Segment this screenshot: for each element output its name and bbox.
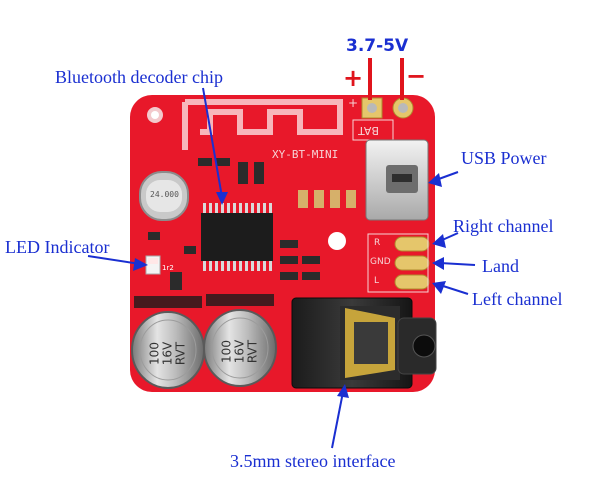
plus-sign: +	[343, 64, 364, 92]
crystal-marking: 24.000	[150, 190, 179, 199]
silkscreen-bat: BAT	[358, 124, 379, 137]
capacitor-left-marking: 100 16V RVT	[148, 322, 188, 386]
pin-label-r: R	[374, 238, 381, 248]
bluetooth-decoder-chip	[201, 213, 273, 261]
label-stereo-interface: 3.5mm stereo interface	[230, 451, 396, 471]
label-led-indicator: LED Indicator	[5, 237, 110, 257]
led-marking: 1r2	[162, 264, 174, 272]
minus-lead	[400, 58, 404, 100]
voltage-label: 3.7-5V	[346, 36, 409, 56]
pin-label-l: L	[374, 276, 380, 286]
corner-hole-inner	[151, 111, 159, 119]
silkscreen-bat-plus: +	[348, 96, 359, 110]
annotation-arrows	[87, 87, 476, 449]
capacitor-right-marking: 100 16V RVT	[220, 320, 260, 384]
plus-lead	[368, 58, 372, 100]
label-right-channel: Right channel	[453, 216, 554, 236]
label-land: Land	[482, 256, 519, 276]
audio-jack	[291, 297, 437, 389]
label-bluetooth-chip: Bluetooth decoder chip	[55, 67, 223, 87]
silkscreen-model: XY-BT-MINI	[272, 148, 339, 161]
cap-right-line3: RVT	[245, 339, 260, 364]
mounting-hole	[328, 232, 346, 250]
chip-pins	[203, 203, 272, 271]
cap-left-line3: RVT	[173, 341, 188, 366]
minus-sign: −	[406, 62, 427, 90]
label-usb-power: USB Power	[461, 148, 547, 168]
capacitor-right	[203, 294, 277, 387]
smd-components	[148, 158, 356, 290]
pin-label-gnd: GND	[370, 257, 391, 267]
channel-pads	[367, 233, 430, 293]
antenna-trace	[182, 99, 343, 150]
label-left-channel: Left channel	[472, 289, 563, 309]
